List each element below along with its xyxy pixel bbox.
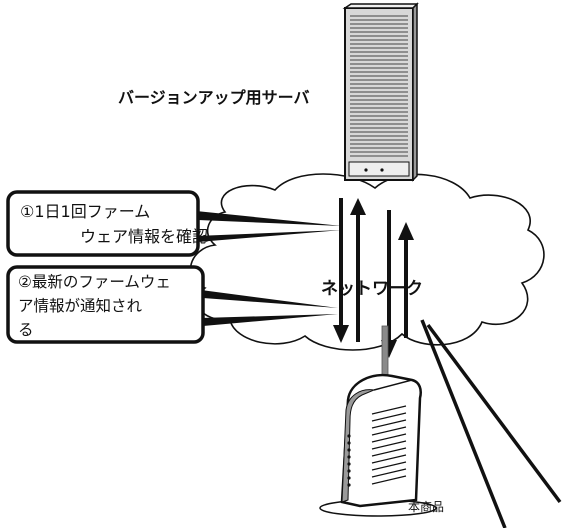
product-label: 本商品	[408, 499, 444, 514]
network-label: ネットワーク	[321, 279, 423, 299]
callout-1-line-2: ウェア情報を確認	[80, 227, 208, 246]
arrow-check-up	[350, 198, 366, 342]
server-label: バージョンアップ用サーバ	[118, 88, 310, 107]
arrow-notify-down	[333, 198, 349, 343]
svg-text:②最新のファームウェ ア情報が通知され: ②最新のファームウェ ア情報が通知され る	[18, 273, 176, 339]
network-cloud	[189, 173, 545, 351]
leader-lines	[420, 319, 562, 528]
callout-2-line-2: ア情報が通知され	[18, 297, 143, 315]
callout-2-line-3: る	[18, 321, 34, 339]
callout-1-line-1: ①1日1回ファーム	[20, 202, 150, 221]
server-icon	[342, 2, 419, 182]
callout-2-line-1: ②最新のファームウェ	[18, 273, 171, 291]
callout-2: ②最新のファームウェ ア情報が通知され る	[6, 265, 338, 344]
arrow-upload-up	[398, 222, 414, 338]
svg-text:①1日1回ファーム ウェア情報を確認: ①1日1回ファーム ウェア情報を確認	[20, 202, 208, 246]
router-icon	[319, 373, 437, 517]
callout-1: ①1日1回ファーム ウェア情報を確認	[6, 190, 342, 257]
